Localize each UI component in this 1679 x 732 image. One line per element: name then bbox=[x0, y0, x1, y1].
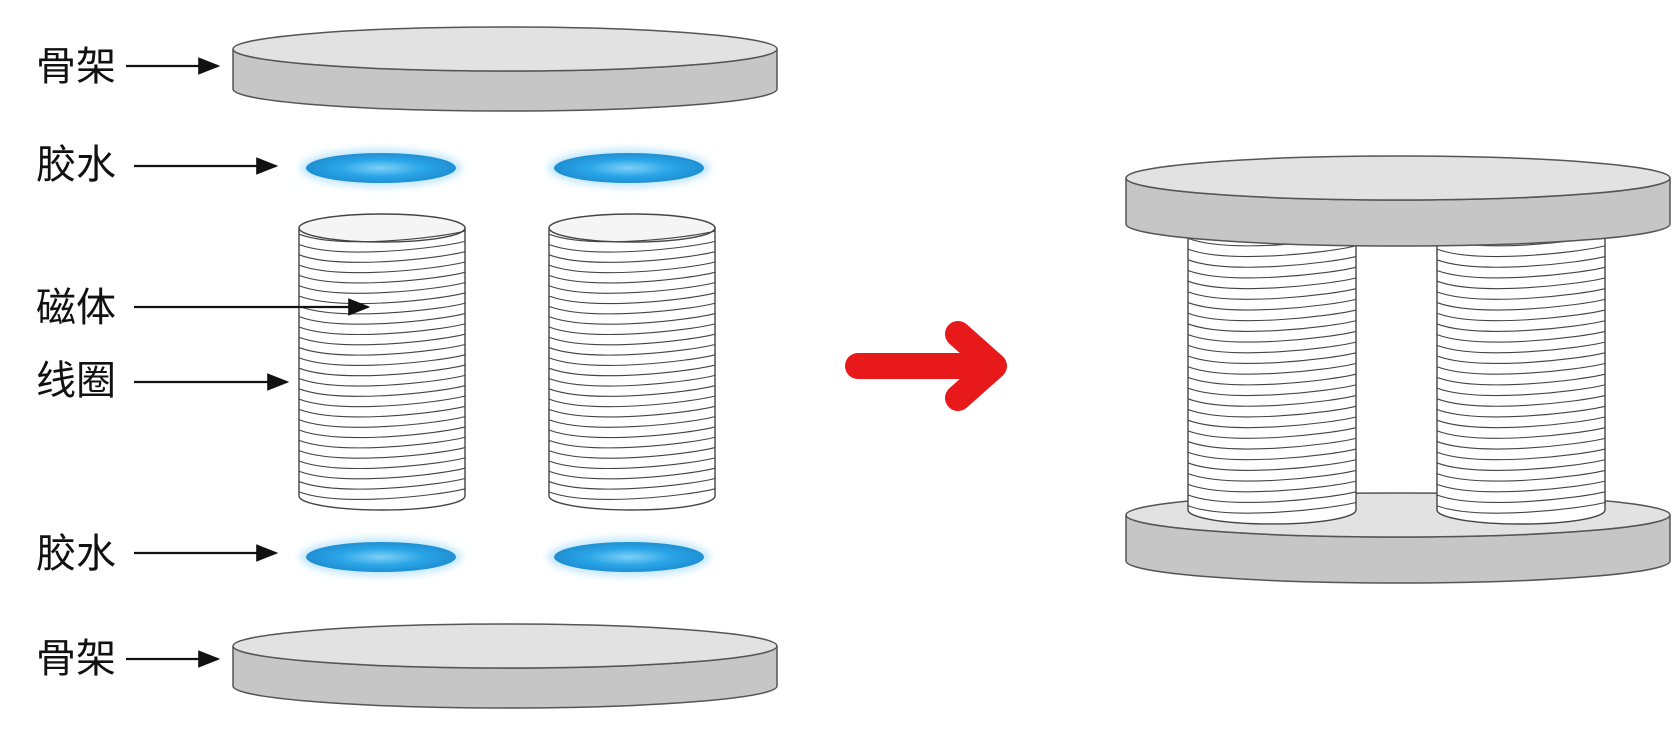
bottom-glue-left bbox=[300, 538, 462, 576]
label-magnet: 磁体 bbox=[36, 285, 116, 331]
assembled-view bbox=[1125, 155, 1671, 584]
label-bottom-glue: 胶水 bbox=[36, 531, 116, 577]
coil-right bbox=[548, 213, 716, 511]
top-glue-left bbox=[300, 149, 462, 187]
assembled-coil-right bbox=[1436, 231, 1606, 525]
top-glue-right bbox=[548, 149, 710, 187]
label-bottom-frame: 骨架 bbox=[36, 636, 116, 682]
assembled-top-disc bbox=[1125, 155, 1671, 247]
coil-left bbox=[298, 213, 466, 511]
exploded-view bbox=[232, 26, 778, 709]
label-top-frame: 骨架 bbox=[36, 44, 116, 90]
label-top-glue: 胶水 bbox=[36, 142, 116, 188]
bottom-frame-disc bbox=[232, 623, 778, 709]
assembled-coil-left bbox=[1187, 231, 1357, 525]
bottom-glue-right bbox=[548, 538, 710, 576]
assembly-arrow-icon bbox=[845, 321, 1007, 411]
top-frame-disc bbox=[232, 26, 778, 112]
label-coil: 线圈 bbox=[36, 358, 116, 404]
